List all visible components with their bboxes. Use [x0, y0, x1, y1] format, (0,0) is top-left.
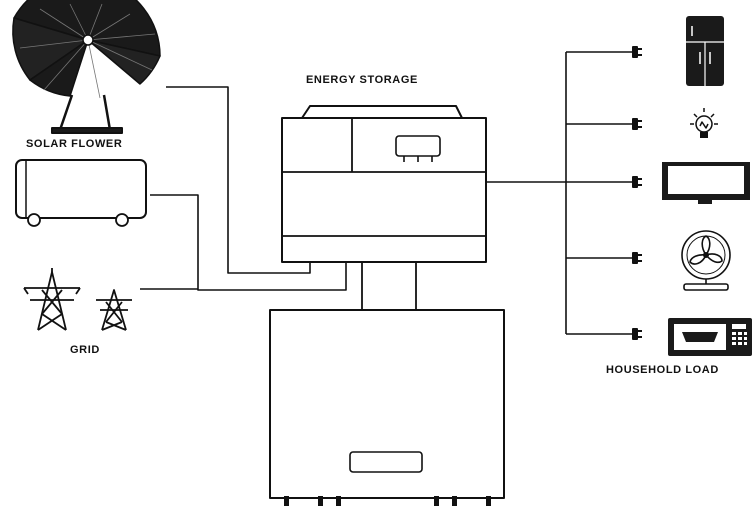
plug-icons — [632, 46, 642, 340]
solar-flower-label: SOLAR FLOWER — [26, 138, 123, 150]
household-load-label: HOUSEHOLD LOAD — [606, 364, 719, 376]
solar-flower-icon — [12, 0, 161, 134]
microwave-icon — [668, 318, 752, 356]
grid-label: GRID — [70, 344, 100, 356]
inverter-display-icon — [395, 135, 441, 162]
battery-unit — [269, 309, 505, 506]
energy-storage-upper-unit — [281, 105, 487, 263]
energy-storage-label: ENERGY STORAGE — [306, 74, 418, 86]
light-bulb-icon — [690, 108, 718, 138]
unit-connectors — [361, 262, 417, 310]
solar-panel-box-icon — [15, 159, 147, 227]
television-icon — [662, 162, 750, 204]
fan-icon — [681, 230, 731, 291]
wiring-left — [140, 86, 347, 291]
wiring-right — [486, 51, 632, 335]
refrigerator-icon — [686, 16, 724, 86]
transmission-tower-icon — [23, 268, 132, 331]
